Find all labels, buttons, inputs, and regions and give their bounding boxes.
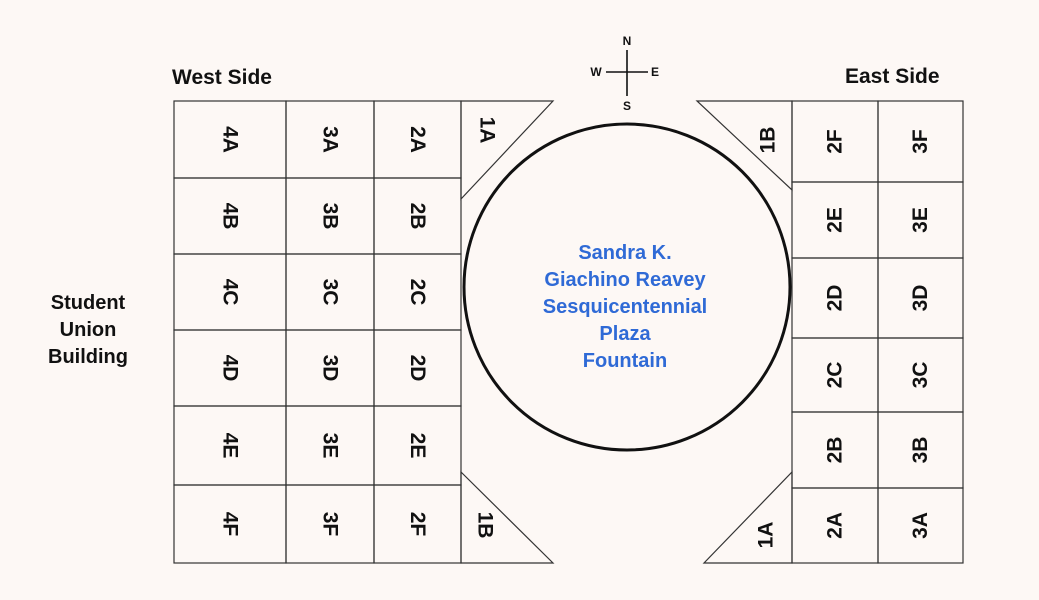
east-side-grid: 2F 3F 2E 3E 2D 3D 2C 3C 2B 3B 2A 3A 1B 1A xyxy=(695,100,964,564)
fountain-label-line: Giachino Reavey xyxy=(544,269,706,291)
fountain-label-line: Sandra K. xyxy=(578,242,672,264)
student-union-building-label: Student Union Building xyxy=(22,290,154,371)
east-plot-label: 2B xyxy=(824,437,847,464)
east-plot-label: 2A xyxy=(824,512,847,539)
west-plot-label: 4F xyxy=(219,512,242,537)
west-plot-label: 4C xyxy=(219,279,242,306)
west-plot-label: 4A xyxy=(219,126,242,153)
east-plot-label: 2D xyxy=(824,285,847,312)
west-side-title: West Side xyxy=(172,66,272,89)
east-plot-label: 3B xyxy=(909,437,932,464)
east-plot-cell[interactable] xyxy=(877,487,964,564)
fountain-label-line: Fountain xyxy=(582,350,668,372)
west-plot-label: 3D xyxy=(319,355,342,382)
compass-west: W xyxy=(590,65,602,79)
west-plot-label: 3E xyxy=(319,433,342,459)
west-plot-label: 3B xyxy=(319,203,342,230)
fountain-circle xyxy=(462,122,792,452)
east-corner-plot-bottom[interactable] xyxy=(702,470,793,564)
building-label-line: Student xyxy=(50,292,126,314)
west-plot-label: 3F xyxy=(319,512,342,537)
west-side-grid: 4A 3A 2A 4B 3B 2B 4C 3C 2C 4D 3D 2D 4E 3E 2E 4F 3F 2F 1A 1B xyxy=(173,100,555,564)
west-plot-label: 2C xyxy=(406,279,429,306)
west-plot-label: 4B xyxy=(219,203,242,230)
compass-east: E xyxy=(651,65,659,79)
fountain-label: Sandra K. Giachino Reavey Sesquicentenni… xyxy=(505,240,745,375)
building-label-line: Building xyxy=(48,346,128,368)
west-plot-label: 2D xyxy=(406,355,429,382)
east-plot-label: 3C xyxy=(909,362,932,389)
east-corner-label-top: 1B xyxy=(757,127,780,154)
fountain-label-line: Plaza xyxy=(599,323,651,345)
west-corner-label-bottom: 1B xyxy=(474,512,497,539)
west-plot-label: 2B xyxy=(406,203,429,230)
east-plot-label: 3E xyxy=(909,207,932,233)
east-plot-label: 2F xyxy=(824,129,847,154)
compass-rose-icon: N S W E xyxy=(590,34,659,113)
east-side-title: East Side xyxy=(845,65,940,88)
compass-north: N xyxy=(623,34,632,48)
east-plot-label: 3D xyxy=(909,285,932,312)
east-plot-label: 3F xyxy=(909,129,932,154)
east-plot-label: 3A xyxy=(909,512,932,539)
west-plot-label: 2F xyxy=(406,512,429,537)
east-plot-label: 2C xyxy=(824,362,847,389)
west-plot-label: 2A xyxy=(406,126,429,153)
west-corner-label-top: 1A xyxy=(476,117,499,144)
west-plot-label: 2E xyxy=(406,433,429,459)
east-corner-plot-top[interactable] xyxy=(695,100,793,192)
east-corner-label-bottom: 1A xyxy=(755,522,778,549)
west-plot-label: 3A xyxy=(319,126,342,153)
west-plot-label: 3C xyxy=(319,279,342,306)
west-corner-plot-top[interactable] xyxy=(460,100,555,201)
east-plot-label: 2E xyxy=(824,207,847,233)
compass-south: S xyxy=(623,99,631,113)
west-corner-plot-bottom[interactable] xyxy=(460,470,555,564)
west-plot-label: 4E xyxy=(219,433,242,459)
building-label-line: Union xyxy=(59,319,117,341)
west-plot-label: 4D xyxy=(219,355,242,382)
fountain-label-line: Sesquicentennial xyxy=(542,296,708,318)
